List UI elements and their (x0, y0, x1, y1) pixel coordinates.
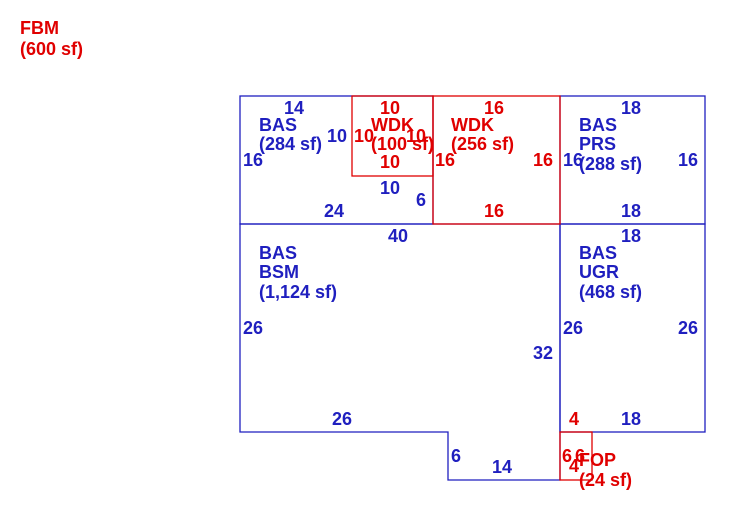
dim-tl-bottom: 24 (324, 201, 344, 221)
dim-fop-bottom: 4 (569, 456, 579, 476)
red-outlines (351, 95, 593, 481)
dim-wdk-small-bottom: 10 (380, 152, 400, 172)
dim-prs-right: 16 (678, 150, 698, 170)
dim-notch-right: 6 (416, 190, 426, 210)
dim-tl-top: 14 (284, 98, 304, 118)
dim-wdk-large-bottom: 16 (484, 201, 504, 221)
dim-wdk-large-top: 16 (484, 98, 504, 118)
bas-prs-name: BAS (579, 115, 617, 135)
dim-tl-left: 16 (243, 150, 263, 170)
dim-bsm-bottom-right: 14 (492, 457, 512, 477)
dim-wdk-small-left: 10 (354, 126, 374, 146)
dim-bsm-right: 32 (533, 343, 553, 363)
dim-bsm-top: 40 (388, 226, 408, 246)
bas-top-left-area: (284 sf) (259, 134, 322, 154)
dim-wdk-large-right: 16 (533, 150, 553, 170)
bas-bsm-name: BAS (259, 243, 297, 263)
dim-bsm-left: 26 (243, 318, 263, 338)
dim-fop-top: 4 (569, 409, 579, 429)
blue-dimensions: 14 16 10 24 10 6 18 16 16 18 40 26 32 26… (243, 98, 698, 477)
dim-notch-bottom: 10 (380, 178, 400, 198)
bas-ugr-area: (468 sf) (579, 282, 642, 302)
red-dimensions: 10 10 10 10 16 16 16 16 4 6 6 4 (354, 98, 585, 476)
bas-bsm-area: (1,124 sf) (259, 282, 337, 302)
bas-ugr-sub: UGR (579, 262, 619, 282)
bas-ugr-outline (559, 223, 706, 433)
dim-ugr-right: 26 (678, 318, 698, 338)
bas-prs-area: (288 sf) (579, 154, 642, 174)
area-labels: FBM (600 sf) BAS (284 sf) WDK (100 sf) W… (20, 18, 642, 490)
dim-wdk-small-right: 10 (406, 126, 426, 146)
dim-bsm-step: 6 (451, 446, 461, 466)
dim-prs-left: 16 (563, 150, 583, 170)
fop-name: FOP (579, 450, 616, 470)
fop-area: (24 sf) (579, 470, 632, 490)
dim-prs-bottom: 18 (621, 201, 641, 221)
wdk-small-area: (100 sf) (371, 134, 434, 154)
dim-wdk-small-top: 10 (380, 98, 400, 118)
wdk-large-outline (432, 95, 561, 225)
fbm-name: FBM (20, 18, 59, 38)
dim-fop-right: 6 (575, 446, 585, 466)
dim-fop-left: 6 (562, 446, 572, 466)
blue-outlines (239, 95, 706, 481)
wdk-large-area: (256 sf) (451, 134, 514, 154)
bas-prs-sub: PRS (579, 134, 616, 154)
fop-outline (559, 431, 593, 481)
dim-tl-right: 10 (327, 126, 347, 146)
fbm-area: (600 sf) (20, 39, 83, 59)
dim-ugr-bottom: 18 (621, 409, 641, 429)
dim-wdk-large-left: 16 (435, 150, 455, 170)
dim-ugr-left: 26 (563, 318, 583, 338)
dim-prs-top: 18 (621, 98, 641, 118)
wdk-large-name: WDK (451, 115, 494, 135)
dim-bsm-bottom: 26 (332, 409, 352, 429)
bas-bsm-sub: BSM (259, 262, 299, 282)
bas-top-left-name: BAS (259, 115, 297, 135)
wdk-small-name: WDK (371, 115, 414, 135)
dim-ugr-top: 18 (621, 226, 641, 246)
bas-ugr-name: BAS (579, 243, 617, 263)
